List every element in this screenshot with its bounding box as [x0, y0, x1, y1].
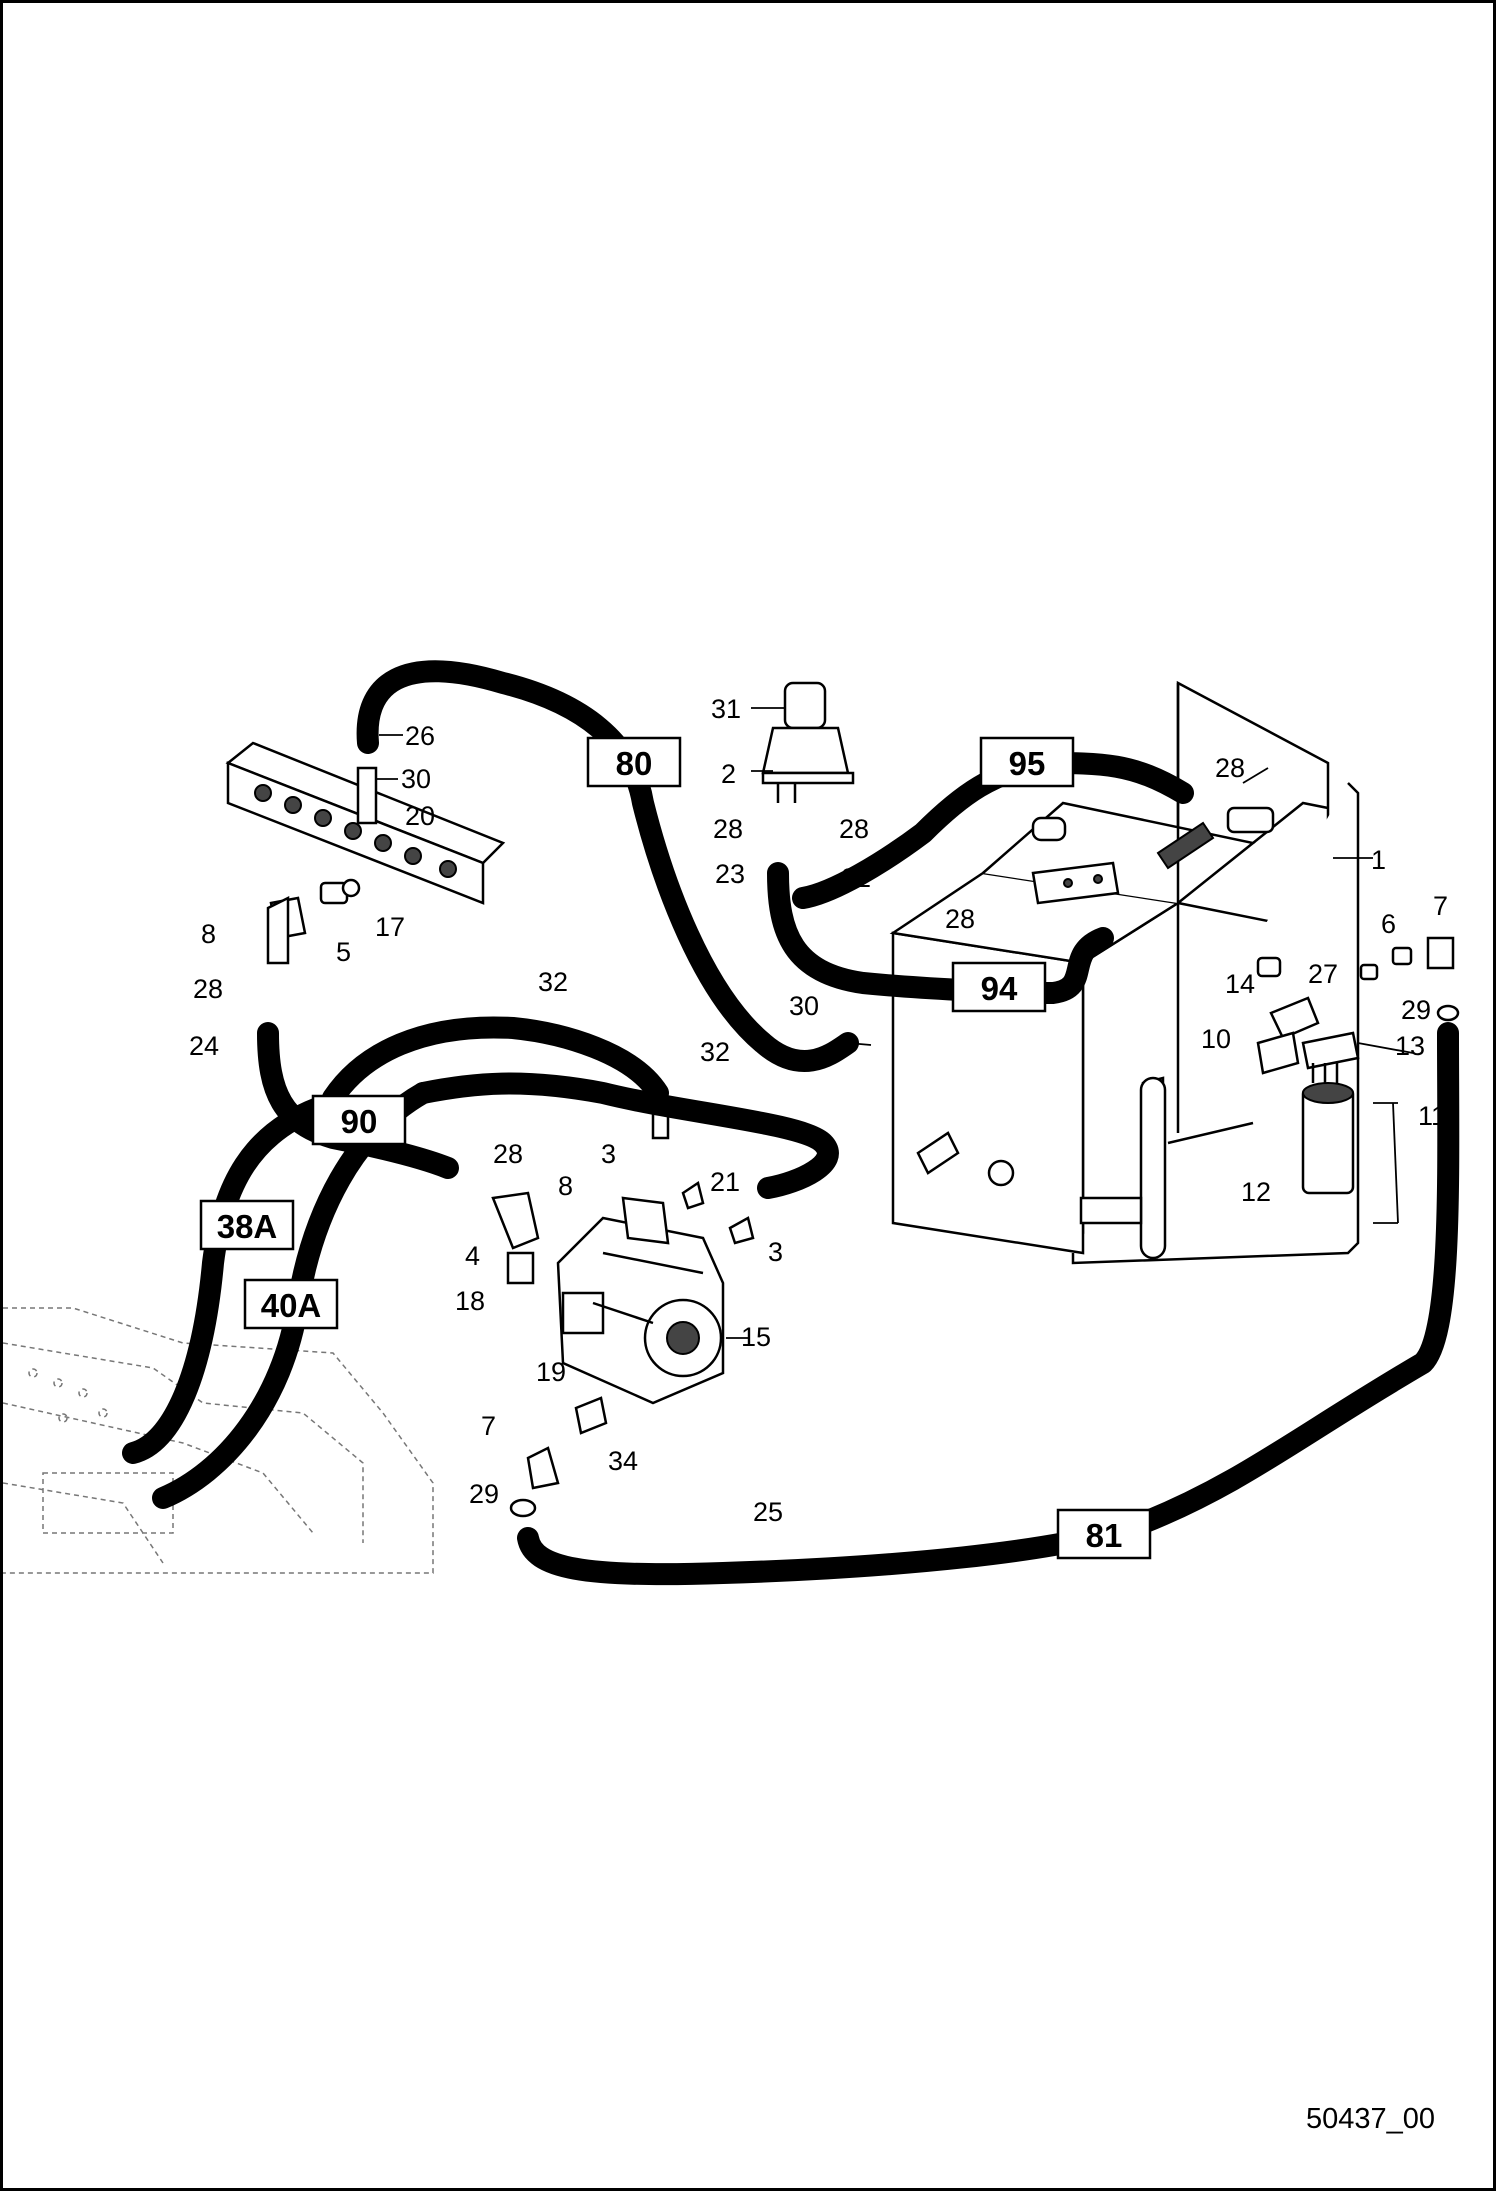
- drawing-number: 50437_00: [1305, 2103, 1435, 2135]
- callout-7: 7: [1433, 891, 1448, 921]
- callout-28: 28: [493, 1139, 523, 1169]
- hose-tag-80: 80: [616, 745, 653, 782]
- callout-30: 30: [789, 991, 819, 1021]
- hose-tag-94: 94: [981, 970, 1018, 1007]
- callout-31: 31: [711, 694, 741, 724]
- callout-5: 5: [336, 937, 351, 967]
- machine-frame-outline: [3, 1307, 434, 1574]
- callout-22: 22: [841, 863, 871, 893]
- callout-numbers: 1 2 3 3 4 5 6 7 7 8 8 10 11 12 13 14 15 …: [189, 694, 1448, 1527]
- callout-27: 27: [1308, 959, 1338, 989]
- callout-20: 20: [405, 801, 435, 831]
- callout-2: 2: [721, 759, 736, 789]
- callout-29: 29: [469, 1479, 499, 1509]
- callout-11: 11: [1418, 1101, 1446, 1131]
- callout-3: 3: [768, 1237, 783, 1267]
- filter-element: [1301, 1031, 1360, 1195]
- hose-tag-95: 95: [1009, 745, 1046, 782]
- callout-28: 28: [945, 904, 975, 934]
- callout-14: 14: [1225, 969, 1255, 999]
- callout-24: 24: [189, 1031, 219, 1061]
- hose-tag-81: 81: [1086, 1517, 1123, 1554]
- callout-1: 1: [1371, 845, 1386, 875]
- hose-tag-90: 90: [341, 1103, 378, 1140]
- callout-32: 32: [700, 1037, 730, 1067]
- callout-13: 13: [1395, 1031, 1425, 1061]
- callout-26: 26: [405, 721, 435, 751]
- callout-34: 34: [608, 1446, 638, 1476]
- callout-4: 4: [465, 1241, 480, 1271]
- pump-assembly: [556, 1196, 725, 1405]
- callout-17: 17: [375, 912, 405, 942]
- callout-32: 32: [538, 967, 568, 997]
- diagram-drawing: 1 2 3 3 4 5 6 7 7 8 8 10 11 12 13 14 15 …: [3, 660, 1460, 1586]
- callout-12: 12: [1241, 1177, 1271, 1207]
- callout-19: 19: [536, 1357, 566, 1387]
- hydraulic-tank: [889, 680, 1360, 1265]
- callout-6: 6: [1381, 909, 1396, 939]
- callout-3: 3: [601, 1139, 616, 1169]
- hose-tag-38a: 38A: [217, 1208, 278, 1245]
- callout-7: 7: [481, 1411, 496, 1441]
- callout-29: 29: [1401, 995, 1431, 1025]
- callout-28: 28: [839, 814, 869, 844]
- callout-15: 15: [741, 1322, 771, 1352]
- callout-28: 28: [1215, 753, 1245, 783]
- callout-28: 28: [713, 814, 743, 844]
- fittings: [266, 878, 1460, 1518]
- callout-23: 23: [715, 859, 745, 889]
- callout-18: 18: [455, 1286, 485, 1316]
- valve-assembly: [761, 681, 855, 803]
- callout-10: 10: [1201, 1024, 1231, 1054]
- leader-lines: [375, 707, 1414, 1339]
- callout-25: 25: [753, 1497, 783, 1527]
- callout-8: 8: [558, 1171, 573, 1201]
- callout-30: 30: [401, 764, 431, 794]
- callout-28: 28: [193, 974, 223, 1004]
- hose-tags: 80 95 94 90 38A 40A 81: [199, 736, 1152, 1560]
- callout-21: 21: [710, 1167, 740, 1197]
- hose-tag-40a: 40A: [261, 1287, 322, 1324]
- callout-8: 8: [201, 919, 216, 949]
- manifold-block: [225, 741, 506, 905]
